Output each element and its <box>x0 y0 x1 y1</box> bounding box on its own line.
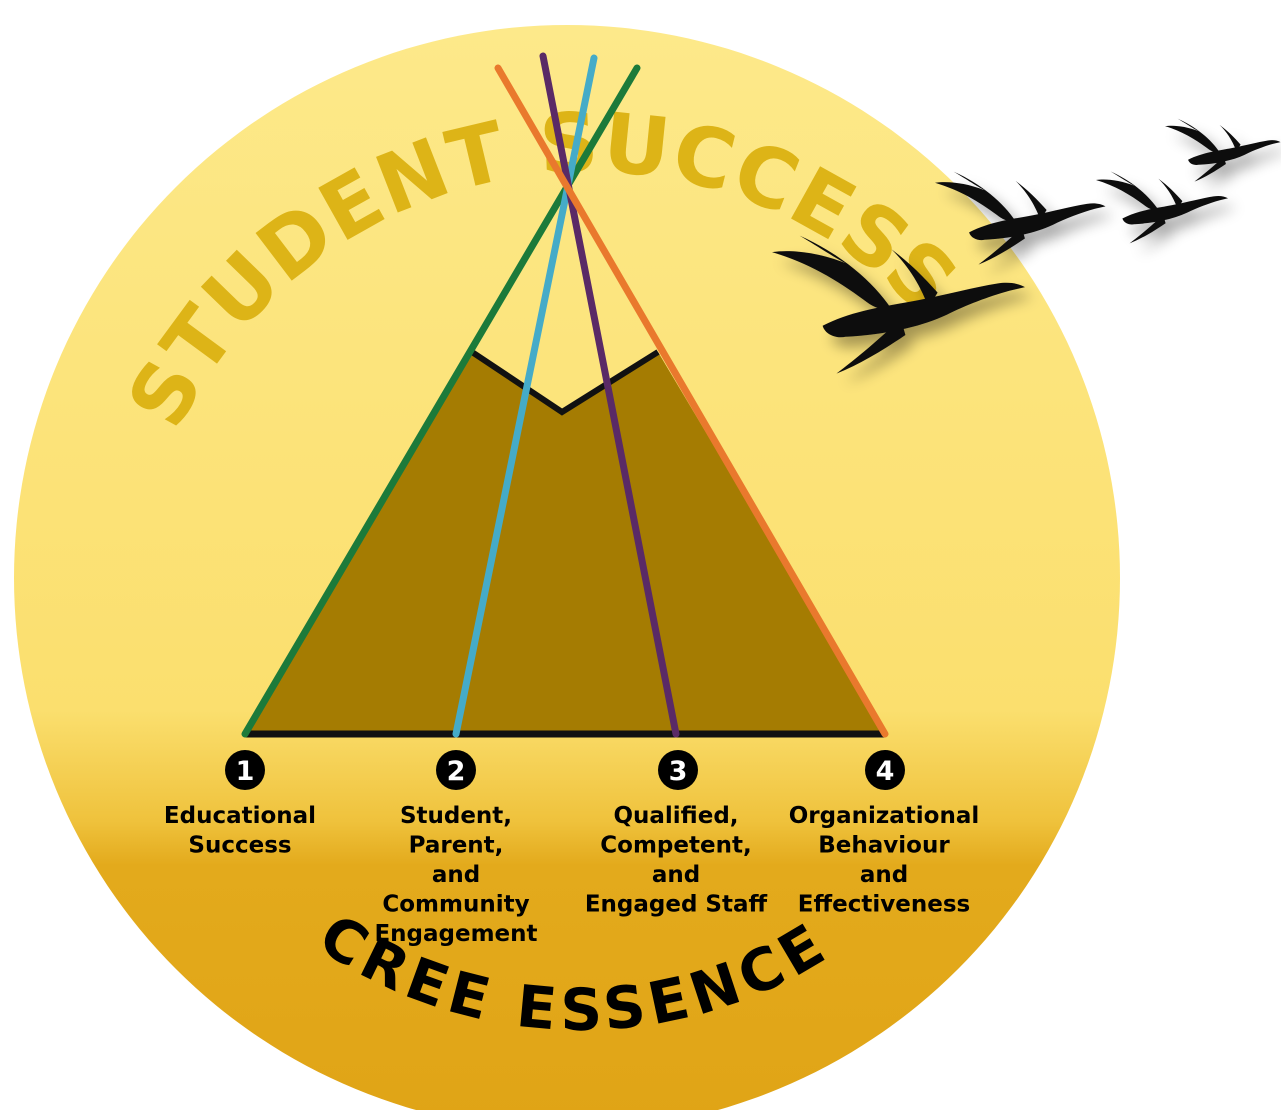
pillar-label-line: Student, <box>400 803 512 829</box>
pillar-number-badge <box>865 750 905 790</box>
pillar-label-line: and <box>432 862 480 888</box>
pillar-label-line: Behaviour <box>818 833 950 859</box>
pillar-label-line: Competent, <box>600 833 751 859</box>
pillar-number-badge <box>225 750 265 790</box>
pillar-label-line: Parent, <box>409 833 504 859</box>
pillar-group: 1EducationalSuccess2Student,Parent,andCo… <box>164 750 979 947</box>
pillar-label-line: and <box>860 862 908 888</box>
pillar-label-line: and <box>652 862 700 888</box>
pillar-number-badge <box>436 750 476 790</box>
pillar-number: 3 <box>669 756 688 787</box>
pillar-label-line: Effectiveness <box>798 892 970 918</box>
pillar-label-line: Organizational <box>789 803 980 829</box>
pillar-number-badge <box>658 750 698 790</box>
pole-orange <box>494 64 889 738</box>
teepee-cover <box>245 352 885 733</box>
pillar-label-line: Community <box>382 892 529 918</box>
goose-icon <box>1096 171 1228 244</box>
pillar-label-line: Qualified, <box>613 803 738 829</box>
teepee-opening-outline <box>470 349 660 416</box>
pillar-number: 1 <box>236 756 255 787</box>
goose-icon <box>1165 118 1281 182</box>
pole-blue <box>452 54 598 738</box>
pole-purple <box>539 52 680 738</box>
pillar-label-line: Success <box>188 833 291 859</box>
pillar-number: 4 <box>876 756 895 787</box>
pillar-number: 2 <box>447 756 466 787</box>
pillar-label-line: Educational <box>164 803 316 829</box>
pillar-label-line: Engaged Staff <box>585 892 768 918</box>
pillar-label-line: Engagement <box>374 921 537 947</box>
